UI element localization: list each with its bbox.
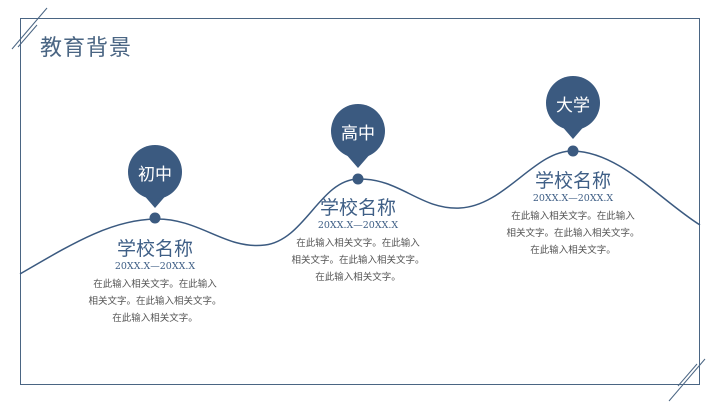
stage-label: 大学 xyxy=(556,95,590,116)
description-line: 相关文字。在此输入相关文字。 xyxy=(506,228,640,239)
description-line: 在此输入相关文字。在此输入 xyxy=(93,279,217,290)
school-name: 学校名称 xyxy=(116,238,193,260)
description-line: 在此输入相关文字。 xyxy=(530,245,616,256)
period: 20XX.X—20XX.X xyxy=(532,193,614,204)
description-line: 相关文字。在此输入相关文字。 xyxy=(291,255,425,266)
description: 在此输入相关文字。在此输入 相关文字。在此输入相关文字。 在此输入相关文字。 xyxy=(70,276,240,327)
description: 在此输入相关文字。在此输入 相关文字。在此输入相关文字。 在此输入相关文字。 xyxy=(488,208,658,259)
description-line: 相关文字。在此输入相关文字。 xyxy=(88,296,222,307)
timeline-entry-high-school: 学校名称 20XX.X—20XX.X 在此输入相关文字。在此输入 相关文字。在此… xyxy=(273,197,443,286)
page-title: 教育背景 xyxy=(40,36,133,61)
timeline-entry-junior-high: 学校名称 20XX.X—20XX.X 在此输入相关文字。在此输入 相关文字。在此… xyxy=(70,238,240,327)
school-name: 学校名称 xyxy=(534,170,611,192)
description-line: 在此输入相关文字。 xyxy=(315,272,401,283)
description-line: 在此输入相关文字。在此输入 xyxy=(511,211,635,222)
pin-high-school: 高中 xyxy=(331,104,385,158)
description: 在此输入相关文字。在此输入 相关文字。在此输入相关文字。 在此输入相关文字。 xyxy=(273,235,443,286)
period: 20XX.X—20XX.X xyxy=(317,220,399,231)
slide-frame xyxy=(20,18,700,385)
description-line: 在此输入相关文字。在此输入 xyxy=(296,238,420,249)
pin-junior-high: 初中 xyxy=(128,145,182,199)
school-name: 学校名称 xyxy=(319,197,396,219)
period: 20XX.X—20XX.X xyxy=(114,261,196,272)
stage-label: 初中 xyxy=(138,164,172,185)
timeline-entry-university: 学校名称 20XX.X—20XX.X 在此输入相关文字。在此输入 相关文字。在此… xyxy=(488,170,658,259)
pin-university: 大学 xyxy=(546,76,600,130)
stage-label: 高中 xyxy=(341,123,375,144)
description-line: 在此输入相关文字。 xyxy=(112,313,198,324)
